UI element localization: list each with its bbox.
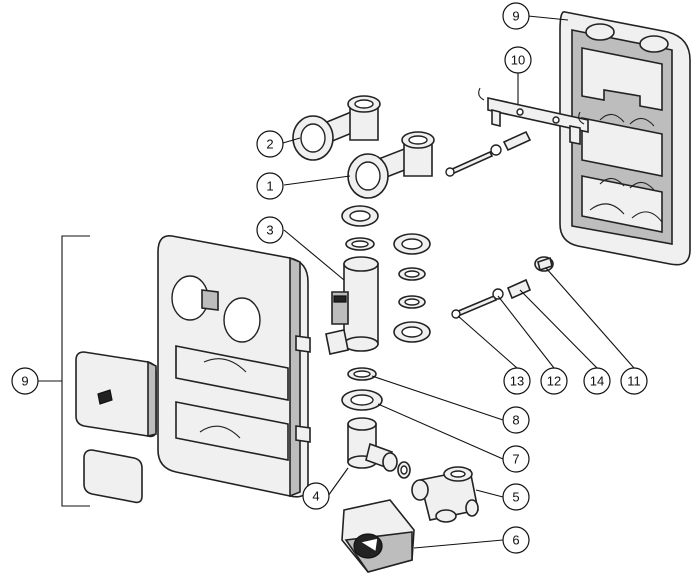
lower-screw-set [451,256,554,319]
callout-label-14: 14 [590,374,604,389]
callout-6: 6 [502,526,530,554]
callout-label-7: 7 [512,452,519,467]
flow-meter-section [325,256,379,355]
nut-right-upper [393,233,431,255]
callout-7: 7 [502,445,530,473]
callout-label-11: 11 [627,374,641,389]
callout-label-5: 5 [512,490,519,505]
leader-lines [38,15,635,549]
callout-4: 4 [302,482,330,510]
callout-label-13: 13 [510,374,524,389]
front-insulation-shell [157,235,311,498]
cover-panel [75,351,157,438]
nut-right-lower [393,321,431,343]
callout-13: 13 [503,367,531,395]
callout-2: 2 [256,130,284,158]
elbow-fitting-1 [347,131,435,199]
callout-12: 12 [540,367,568,395]
callout-1: 1 [256,172,284,200]
callout-9-left: 9 [11,367,39,395]
tee-fitting-4 [347,417,398,472]
rear-insulation-shell [559,11,691,266]
callout-label-6: 6 [512,533,519,548]
callout-14: 14 [583,367,611,395]
callout-8: 8 [502,406,530,434]
small-gasket-4 [397,461,411,479]
callout-label-3: 3 [266,223,273,238]
callout-label-9-left: 9 [21,374,28,389]
callout-10: 10 [504,46,532,74]
cover-cap [83,449,143,504]
callout-5: 5 [502,483,530,511]
mounting-bracket [478,87,589,145]
callout-11: 11 [620,367,648,395]
gasket-right-2 [398,295,426,309]
callout-9-top: 9 [502,2,530,30]
gasket-upper-left [345,237,375,251]
gasket-8 [347,367,377,381]
upper-screw-set [445,130,532,177]
gasket-right-1 [398,267,426,281]
callout-label-8: 8 [512,413,519,428]
callout-label-9-top: 9 [512,9,519,24]
callout-label-2: 2 [266,137,273,152]
callout-label-12: 12 [547,374,561,389]
nut-7 [341,389,383,411]
mixing-valve-5 [411,466,479,523]
callout-label-1: 1 [266,179,273,194]
nut-upper-left [341,205,379,227]
callout-3: 3 [256,216,284,244]
callout-label-10: 10 [511,53,525,68]
callout-label-4: 4 [312,489,319,504]
elbow-fitting-2 [292,95,381,161]
group-bracket-9 [61,235,90,507]
valve-actuator-6 [341,499,415,573]
